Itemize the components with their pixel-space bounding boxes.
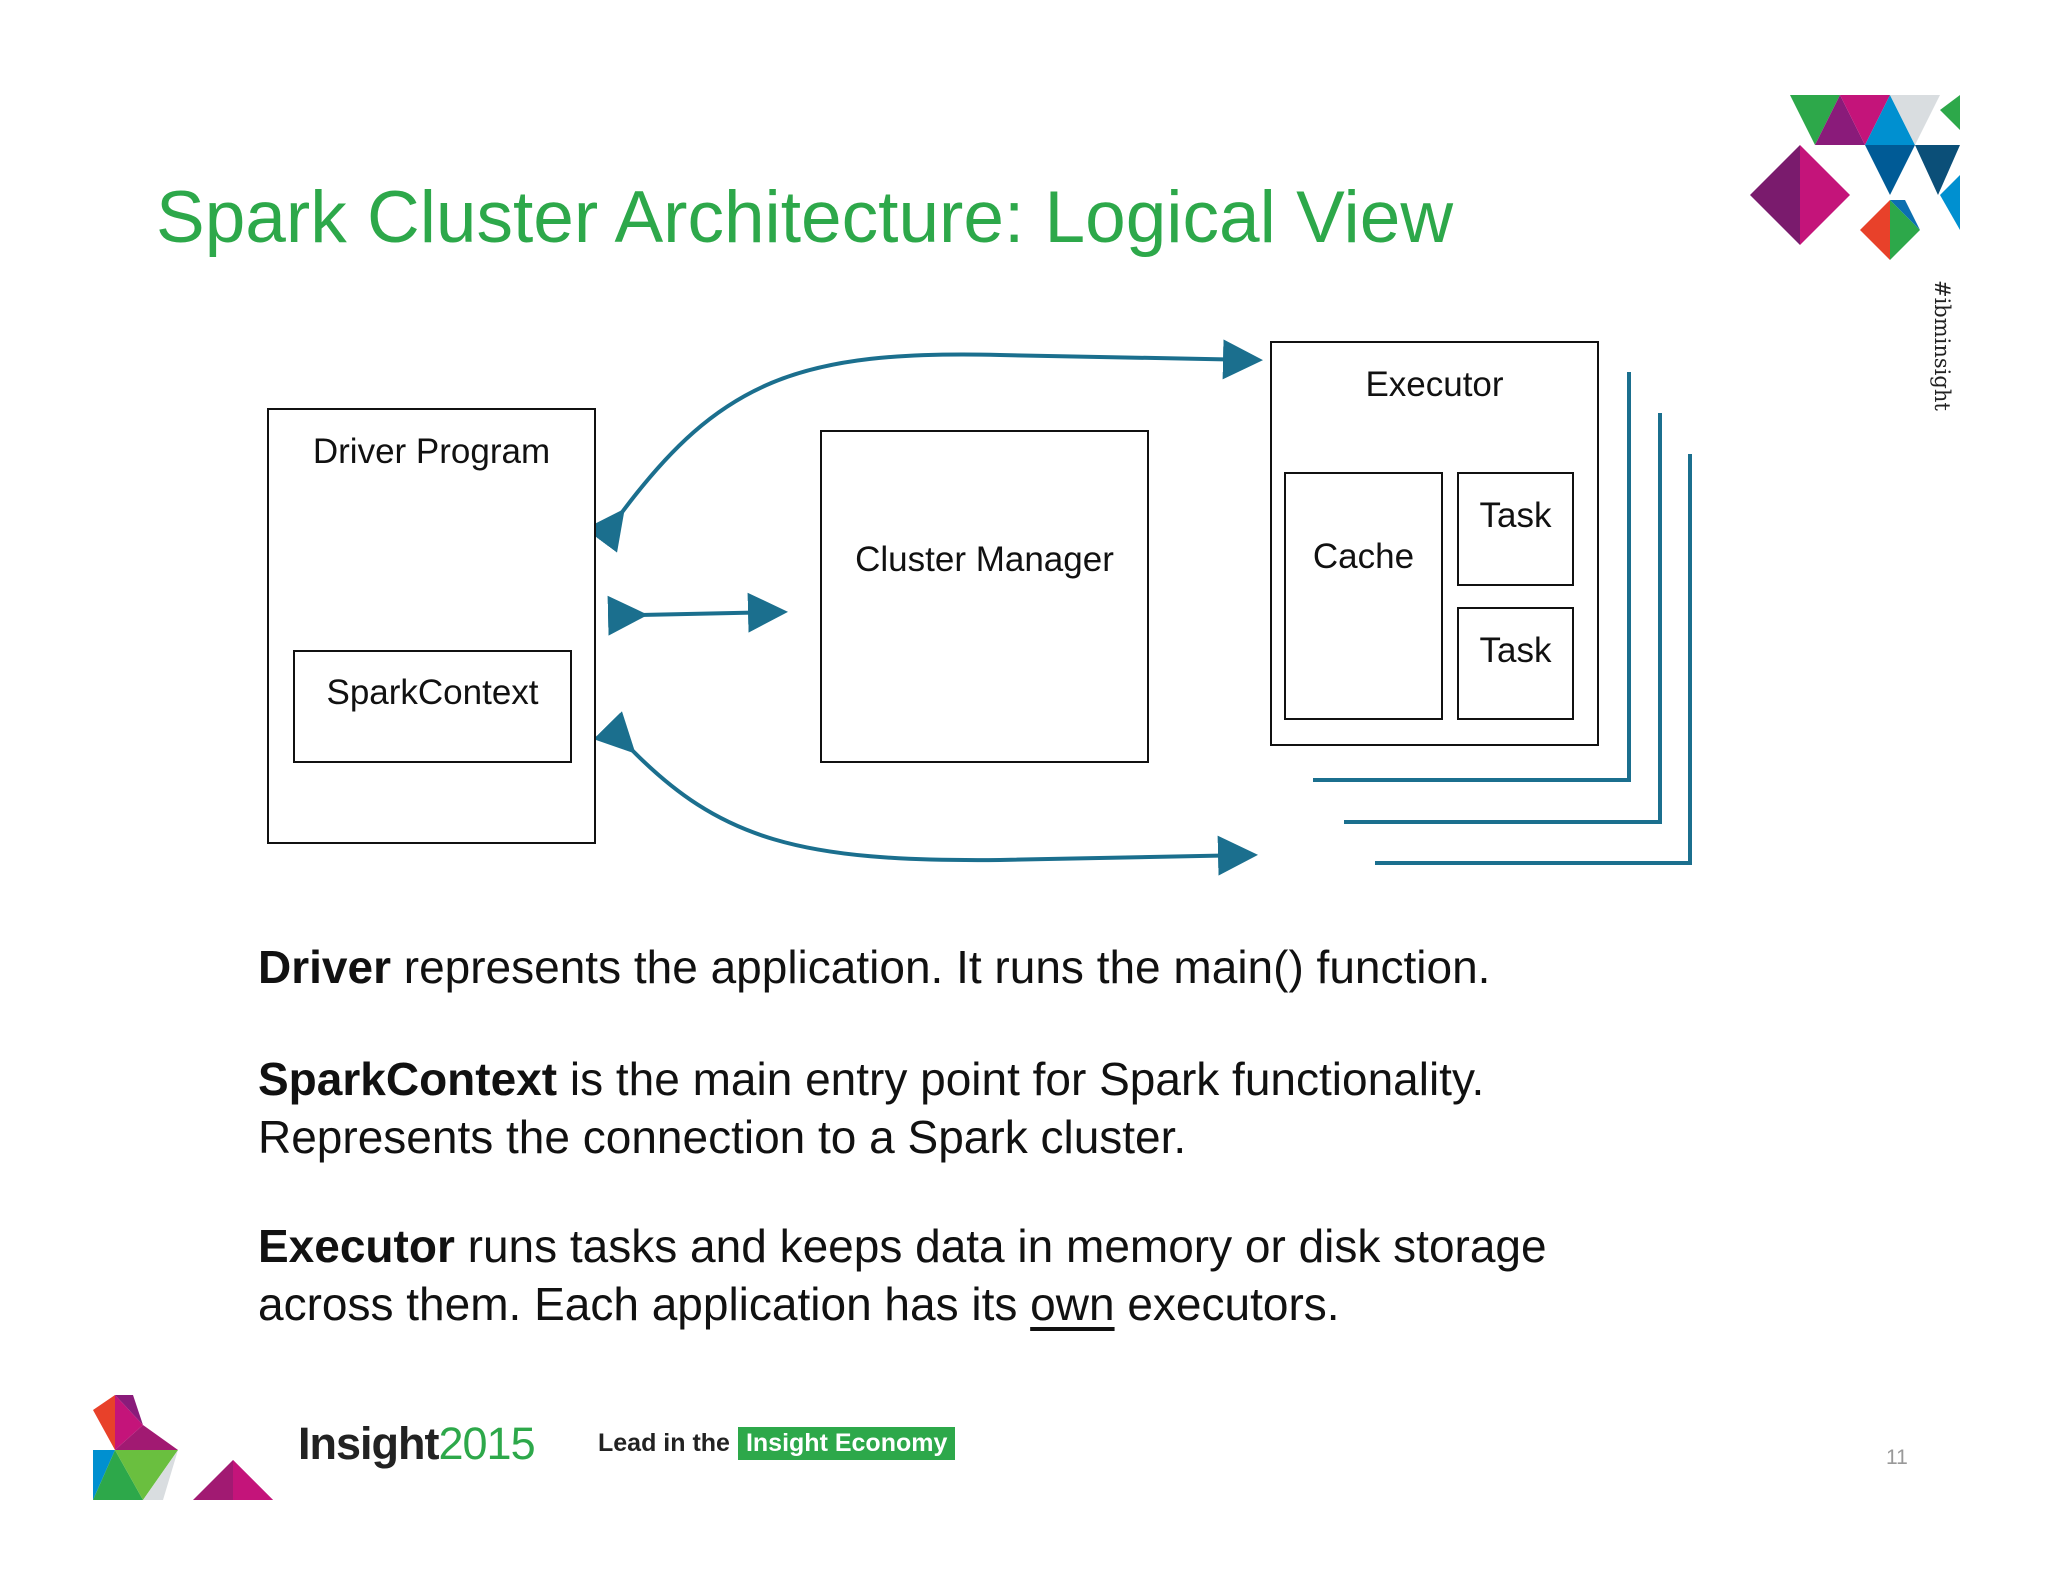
tagline-highlight: Insight Economy [737, 1427, 956, 1460]
insight-logo-mosaic-icon [1750, 95, 1960, 260]
exec-text-2a: across them. Each application has its [258, 1278, 1031, 1330]
executor-label: Executor [1365, 365, 1504, 404]
task-box-1 [1457, 472, 1574, 586]
exec-term: Executor [258, 1220, 455, 1272]
driver-text: represents the application. It runs the … [390, 941, 1491, 993]
driver-term: Driver [258, 941, 391, 993]
insight-brand: Insight2015 [298, 1418, 536, 1470]
executor-stack-3-right [1688, 454, 1692, 864]
insight-brand-word: Insight [298, 1418, 439, 1469]
executor-stack-1-right [1627, 372, 1631, 780]
cluster-manager-label: Cluster Manager [855, 540, 1114, 579]
driver-program-label: Driver Program [312, 432, 551, 471]
slide-title: Spark Cluster Architecture: Logical View [156, 177, 1454, 258]
task-label-2: Task [1479, 631, 1552, 670]
spark-context-description: SparkContext is the main entry point for… [258, 1050, 1658, 1166]
arrow-driver-cluster-manager [607, 592, 788, 636]
sc-term: SparkContext [258, 1053, 558, 1105]
driver-description: Driver represents the application. It ru… [258, 938, 1658, 996]
sc-text: is the main entry point for Spark functi… [557, 1053, 1485, 1105]
page-number: 11 [1886, 1446, 1908, 1469]
arrow-driver-to-executor-bottom [593, 711, 1258, 876]
executor-stack-2-right [1658, 413, 1662, 823]
exec-text-2-underlined: own [1030, 1278, 1115, 1330]
cache-box [1284, 472, 1443, 720]
cluster-manager-box [820, 430, 1149, 763]
insight-brand-year: 2015 [438, 1418, 535, 1469]
driver-program-box [267, 408, 596, 844]
exec-text-2b: executors. [1114, 1278, 1340, 1330]
arrow-driver-to-executor-top [584, 339, 1263, 553]
tagline-prefix: Lead in the [598, 1429, 730, 1457]
tagline: Lead in the Insight Economy [598, 1427, 956, 1460]
hashtag-label: #ibminsight [1930, 280, 1954, 411]
spark-context-box [293, 650, 572, 763]
footer-logo-mosaic-icon [93, 1395, 273, 1500]
exec-text: runs tasks and keeps data in memory or d… [454, 1220, 1547, 1272]
executor-stack-2-bottom [1344, 820, 1662, 824]
executor-stack-3-bottom [1375, 861, 1692, 865]
executor-description: Executor runs tasks and keeps data in me… [258, 1217, 1658, 1333]
sc-text-2: Represents the connection to a Spark clu… [258, 1111, 1187, 1163]
cache-label: Cache [1312, 537, 1415, 576]
executor-stack-1-bottom [1313, 778, 1631, 782]
spark-context-label: SparkContext [326, 673, 539, 712]
task-label-1: Task [1479, 496, 1552, 535]
task-box-2 [1457, 607, 1574, 720]
